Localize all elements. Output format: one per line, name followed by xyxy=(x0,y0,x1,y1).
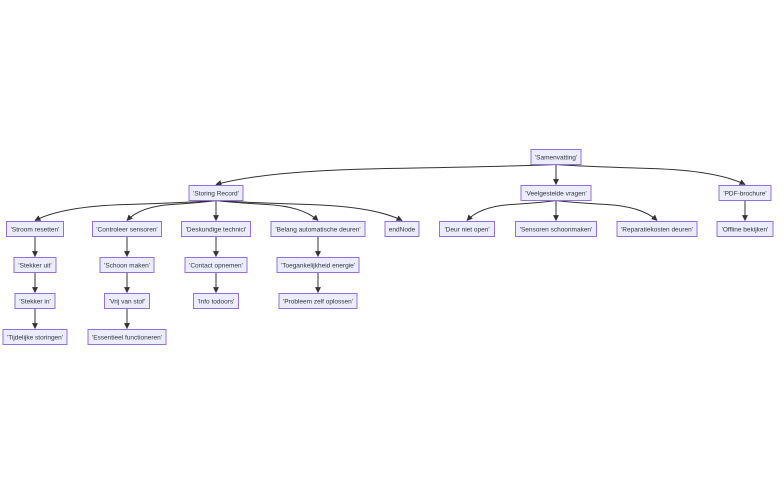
node-label-in: 'Stekker in' xyxy=(19,298,50,305)
node-stof: 'Vrij van stof' xyxy=(104,293,150,309)
node-uit: 'Stekker uit' xyxy=(13,257,57,273)
node-box-ess xyxy=(87,329,167,345)
node-label-sens: 'Controleer sensoren' xyxy=(96,226,157,233)
node-label-contact: 'Contact opnemen' xyxy=(189,262,243,269)
edges-layer xyxy=(32,164,748,330)
node-label-pdf: 'PDF-brochure' xyxy=(723,190,766,197)
node-label-toeg: 'Toegankelijkheid energie' xyxy=(281,262,355,269)
node-tijd: 'Tijdelijke storingen' xyxy=(2,329,68,345)
node-toeg: 'Toegankelijkheid energie' xyxy=(276,257,360,273)
node-label-reset: 'Stroom resetten' xyxy=(11,226,60,233)
node-contact: 'Contact opnemen' xyxy=(184,257,248,273)
node-label-stof: 'Vrij van stof' xyxy=(109,298,145,305)
node-box-offline xyxy=(716,221,774,237)
node-label-tijd: 'Tijdelijke storingen' xyxy=(7,334,63,341)
node-box-end xyxy=(384,221,420,237)
node-sens: 'Controleer sensoren' xyxy=(92,221,162,237)
edge-storing-to-end xyxy=(215,200,403,221)
node-faq: 'Veelgestelde vragen' xyxy=(520,185,592,201)
node-label-end: endNode xyxy=(389,226,416,233)
node-box-reset xyxy=(6,221,64,237)
node-box-belang xyxy=(270,221,366,237)
node-storing: 'Storing Record' xyxy=(188,185,244,201)
edge-storing-to-reset xyxy=(34,200,217,221)
node-box-schoon xyxy=(515,221,597,237)
node-label-prob: 'Probleem zelf oplossen' xyxy=(283,298,353,305)
node-in: 'Stekker in' xyxy=(14,293,56,309)
node-box-contact xyxy=(184,257,248,273)
node-label-root: 'Samenvatting' xyxy=(535,154,577,161)
node-offline: 'Offline bekijken' xyxy=(716,221,774,237)
node-box-pdf xyxy=(718,185,772,201)
node-box-tech xyxy=(181,221,251,237)
node-label-info: 'Info todoors' xyxy=(198,298,235,305)
edge-storing-to-sens xyxy=(126,200,217,221)
edge-root-to-storing xyxy=(215,164,557,186)
node-box-sens xyxy=(92,221,162,237)
node-box-stof xyxy=(104,293,150,309)
node-box-root xyxy=(530,149,582,165)
node-box-info xyxy=(193,293,239,309)
node-box-rep xyxy=(616,221,698,237)
node-label-offline: 'Offline bekijken' xyxy=(722,226,769,233)
node-label-schoon: 'Sensoren schoonmaken' xyxy=(520,226,593,233)
node-pdf: 'PDF-brochure' xyxy=(718,185,772,201)
nodes-layer: 'Samenvatting' 'Storing Record' 'Veelgeste… xyxy=(2,149,774,345)
node-box-in xyxy=(14,293,56,309)
node-root: 'Samenvatting' xyxy=(530,149,582,165)
node-box-faq xyxy=(520,185,592,201)
edge-faq-to-deur xyxy=(466,200,557,221)
edge-faq-to-rep xyxy=(555,200,658,221)
node-label-ess: 'Essentieel functioneren' xyxy=(92,334,162,341)
node-box-storing xyxy=(188,185,244,201)
node-label-faq: 'Veelgestelde vragen' xyxy=(525,190,586,197)
node-box-uit xyxy=(13,257,57,273)
node-belang: 'Belang automatische deuren' xyxy=(270,221,366,237)
node-label-belang: 'Belang automatische deuren' xyxy=(275,226,360,233)
node-tech: 'Deskundige technici' xyxy=(181,221,251,237)
node-ess: 'Essentieel functioneren' xyxy=(87,329,167,345)
node-label-maken: 'Schoon maken' xyxy=(104,262,150,269)
node-info: 'Info todoors' xyxy=(193,293,239,309)
node-label-deur: 'Deur niet open' xyxy=(444,226,489,233)
node-box-toeg xyxy=(276,257,360,273)
node-box-maken xyxy=(99,257,155,273)
node-label-storing: 'Storing Record' xyxy=(193,190,239,197)
node-deur: 'Deur niet open' xyxy=(439,221,495,237)
node-box-prob xyxy=(278,293,358,309)
node-rep: 'Reparatiekosten deuren' xyxy=(616,221,698,237)
node-prob: 'Probleem zelf oplossen' xyxy=(278,293,358,309)
node-box-tijd xyxy=(2,329,68,345)
node-reset: 'Stroom resetten' xyxy=(6,221,64,237)
node-end: endNode xyxy=(384,221,420,237)
node-maken: 'Schoon maken' xyxy=(99,257,155,273)
node-schoon: 'Sensoren schoonmaken' xyxy=(515,221,597,237)
edge-root-to-pdf xyxy=(555,164,746,185)
node-box-deur xyxy=(439,221,495,237)
node-label-uit: 'Stekker uit' xyxy=(18,262,51,269)
node-label-rep: 'Reparatiekosten deuren' xyxy=(621,226,693,233)
node-label-tech: 'Deskundige technici' xyxy=(186,226,247,233)
